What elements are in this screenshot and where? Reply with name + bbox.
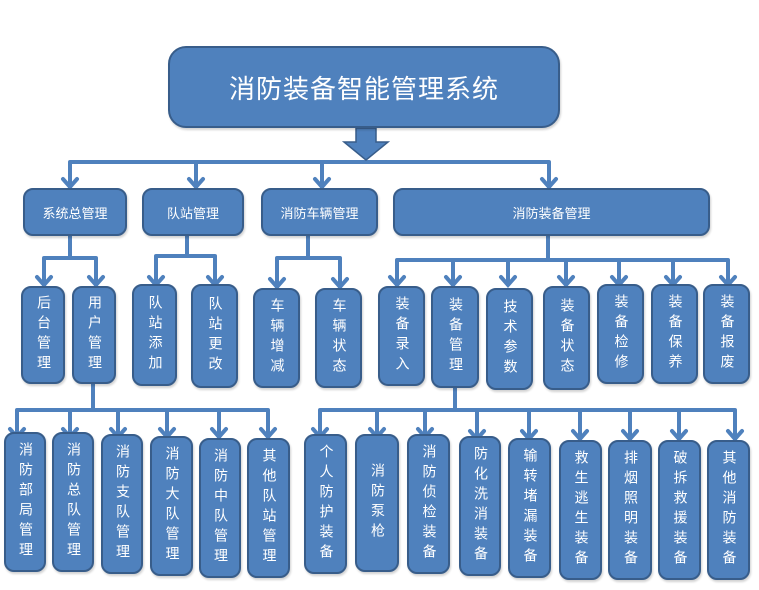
- arrowhead-icon: [313, 177, 331, 191]
- node-vehicle-add-remove[interactable]: 车辆增减: [253, 288, 300, 388]
- arrowhead-icon: [540, 177, 558, 191]
- node-equipment-repair[interactable]: 装备检修: [597, 284, 644, 384]
- arrowhead-icon: [571, 429, 589, 443]
- node-escape-equipment[interactable]: 救生逃生装备: [559, 440, 602, 580]
- node-ministry-management[interactable]: 消防部局管理: [4, 432, 46, 572]
- root-node-title[interactable]: 消防装备智能管理系统: [168, 46, 560, 128]
- node-plugging-equipment[interactable]: 输转堵漏装备: [508, 438, 551, 578]
- arrowhead-icon: [670, 429, 688, 443]
- node-user-management[interactable]: 用户管理: [72, 286, 116, 384]
- arrowhead-icon: [499, 275, 517, 289]
- connector: [275, 256, 342, 288]
- node-corps-management[interactable]: 消防总队管理: [52, 432, 94, 572]
- node-equipment-management[interactable]: 消防装备管理: [393, 188, 710, 236]
- arrowhead-icon: [621, 429, 639, 443]
- arrowhead-icon: [35, 275, 53, 289]
- arrowhead-icon: [187, 177, 205, 191]
- node-system-management[interactable]: 系统总管理: [23, 188, 127, 236]
- node-decontamination-equipment[interactable]: 防化洗消装备: [459, 436, 501, 576]
- node-smoke-lighting-equipment[interactable]: 排烟照明装备: [608, 440, 652, 580]
- node-equipment-scrap[interactable]: 装备报废: [703, 284, 750, 384]
- node-other-station-management[interactable]: 其他队站管理: [247, 438, 290, 578]
- arrowhead-icon: [268, 277, 286, 291]
- connector: [395, 258, 730, 286]
- node-detection-equipment[interactable]: 消防侦检装备: [407, 434, 450, 574]
- arrowhead-icon: [61, 177, 79, 191]
- arrowhead-icon: [210, 427, 228, 441]
- node-equipment-entry[interactable]: 装备录入: [378, 286, 425, 386]
- arrowhead-icon: [388, 275, 406, 289]
- node-detachment-management[interactable]: 消防支队管理: [101, 434, 143, 574]
- node-vehicle-status[interactable]: 车辆状态: [315, 288, 362, 388]
- arrowhead-icon: [444, 275, 462, 289]
- node-equipment-status[interactable]: 装备状态: [543, 286, 590, 390]
- node-station-management[interactable]: 队站管理: [142, 188, 244, 236]
- connector: [154, 254, 217, 286]
- node-station-add[interactable]: 队站添加: [132, 284, 177, 386]
- connector: [15, 408, 270, 438]
- node-battalion-management[interactable]: 消防大队管理: [150, 436, 193, 576]
- arrowhead-icon: [87, 275, 105, 289]
- node-personal-protection[interactable]: 个人防护装备: [304, 434, 347, 574]
- node-technical-params[interactable]: 技术参数: [486, 288, 533, 390]
- arrowhead-icon: [259, 427, 277, 441]
- node-fire-pump-gun[interactable]: 消防泵枪: [355, 434, 399, 572]
- arrowhead-icon: [557, 275, 575, 289]
- node-backend-management[interactable]: 后台管理: [21, 286, 65, 384]
- connector: [42, 256, 98, 286]
- arrowhead-icon: [726, 429, 744, 443]
- node-equipment-admin[interactable]: 装备管理: [431, 286, 479, 388]
- node-other-fire-equipment[interactable]: 其他消防装备: [707, 440, 750, 580]
- down-block-arrow-icon: [341, 127, 391, 161]
- node-equipment-maintenance[interactable]: 装备保养: [651, 284, 698, 384]
- node-squadron-management[interactable]: 消防中队管理: [199, 438, 241, 578]
- node-rescue-equipment[interactable]: 破拆救援装备: [658, 440, 701, 580]
- node-vehicle-management[interactable]: 消防车辆管理: [261, 188, 378, 236]
- node-station-edit[interactable]: 队站更改: [191, 284, 238, 388]
- connector-root-bar: [68, 160, 551, 188]
- arrowhead-icon: [331, 277, 349, 291]
